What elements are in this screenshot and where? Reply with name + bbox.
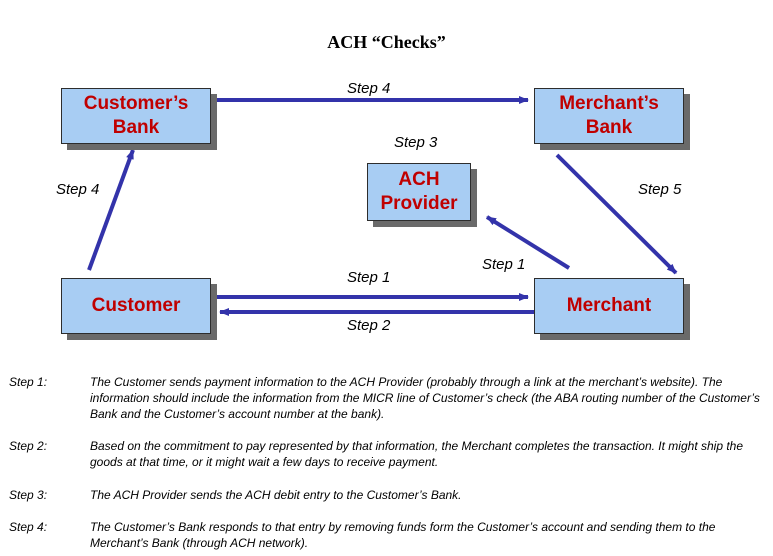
label-step2: Step 2 <box>347 317 391 334</box>
step-4-key: Step 4: <box>9 520 48 534</box>
step-3-key: Step 3: <box>9 488 48 502</box>
arrow-merchant-to-ach-provider <box>485 215 571 270</box>
customer-box: Customer <box>61 278 211 334</box>
step-4-text: The Customer’s Bank responds to that ent… <box>90 520 716 550</box>
merchants-bank-box: Merchant’s Bank <box>534 88 684 144</box>
step-3-text: The ACH Provider sends the ACH debit ent… <box>90 488 462 502</box>
label-step1-provider: Step 1 <box>482 256 526 273</box>
label-step3: Step 3 <box>394 134 438 151</box>
step-2-key: Step 2: <box>9 439 48 453</box>
arrow-customer-to-customers-bank <box>87 149 135 271</box>
diagram-title: ACH “Checks” <box>327 32 446 52</box>
label-step1-merchant: Step 1 <box>347 269 391 286</box>
label-step5: Step 5 <box>638 181 682 198</box>
step-1-text: The Customer sends payment information t… <box>90 375 760 421</box>
step-2-text: Based on the commitment to pay represent… <box>90 439 744 469</box>
merchant-box: Merchant <box>534 278 684 334</box>
ach-provider-box: ACH Provider <box>367 163 471 221</box>
arrow-merchants-bank-to-merchant <box>555 153 678 275</box>
customers-bank-box: Customer’s Bank <box>61 88 211 144</box>
label-step4-left: Step 4 <box>56 181 100 198</box>
step-1-key: Step 1: <box>9 375 48 389</box>
label-step4-top: Step 4 <box>347 80 391 97</box>
